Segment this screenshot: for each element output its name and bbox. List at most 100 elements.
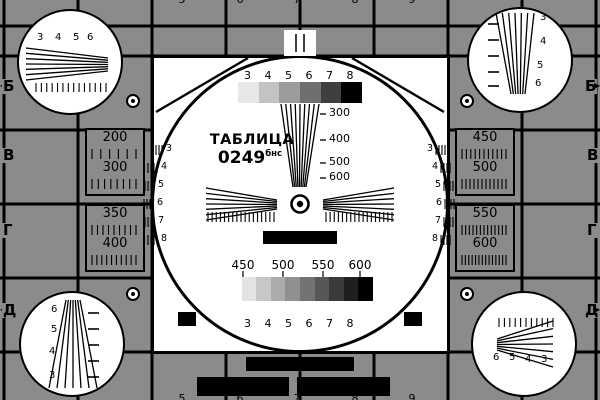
edge-column-digit: 8 bbox=[161, 233, 168, 244]
gray-step bbox=[299, 277, 315, 301]
corner-digit: 4 bbox=[540, 36, 547, 47]
bottom-scale-digits: 3 4 5 6 7 8 bbox=[244, 317, 354, 330]
grayscale-wedge-bottom bbox=[227, 277, 373, 301]
bottom-black-bar-right bbox=[297, 377, 390, 396]
edge-column-digit: 7 bbox=[158, 215, 165, 226]
bottom-black-bar-left bbox=[197, 377, 289, 396]
corner-circle-top-left bbox=[17, 9, 123, 115]
edge-column-digit: 8 bbox=[432, 233, 439, 244]
gray-step bbox=[241, 277, 257, 301]
edge-column-digit: 5 bbox=[435, 179, 442, 190]
corner-digit: 3 bbox=[49, 370, 56, 381]
panel-number-400: 400 bbox=[102, 236, 128, 251]
bottom-black-bar-upper bbox=[246, 357, 354, 371]
center-black-bar bbox=[263, 231, 337, 244]
gray-step bbox=[285, 277, 300, 301]
top-edge-digit: 5 bbox=[179, 0, 186, 5]
card-number: 0249бнс bbox=[218, 150, 282, 167]
corner-digit: 4 bbox=[49, 346, 56, 357]
gray-step bbox=[270, 277, 286, 301]
gray-step bbox=[329, 277, 344, 301]
panel-number-550: 550 bbox=[472, 206, 498, 221]
gray-step bbox=[300, 82, 321, 103]
corner-digit: 3 bbox=[540, 12, 547, 23]
edge-letter-left-d: Д bbox=[2, 301, 18, 319]
wedge-label-400: 400 bbox=[329, 132, 350, 145]
corner-digit: 6 bbox=[535, 78, 542, 89]
gray-step bbox=[320, 82, 342, 103]
edge-column-digit: 6 bbox=[436, 197, 443, 208]
corner-digit: 5 bbox=[51, 324, 58, 335]
resolution-box-left-upper bbox=[85, 128, 145, 196]
top-scale-digits: 3 4 5 6 7 8 bbox=[244, 69, 354, 82]
top-notch bbox=[284, 30, 316, 56]
edge-arrow-icon: ▶ bbox=[594, 305, 600, 314]
wedge-label-600: 600 bbox=[329, 170, 350, 183]
top-edge-digit: 6 bbox=[237, 0, 244, 5]
bottom-edge-digit: 5 bbox=[178, 392, 186, 400]
edge-letter-right-b: Б bbox=[584, 77, 598, 95]
black-square-right bbox=[404, 312, 422, 326]
edge-letter-left-g: Г bbox=[2, 221, 14, 239]
resolution-box-left-lower bbox=[85, 204, 145, 272]
edge-column-digit: 5 bbox=[158, 179, 165, 190]
gray-step bbox=[358, 277, 373, 301]
edge-letter-right-v: В bbox=[586, 146, 600, 164]
black-square-left bbox=[178, 312, 196, 326]
edge-column-digit: 4 bbox=[432, 161, 439, 172]
edge-letter-right-d: Д bbox=[584, 301, 600, 319]
corner-circle-bottom-right bbox=[471, 291, 577, 397]
edge-column-digit: 3 bbox=[427, 143, 434, 154]
panel-number-450: 450 bbox=[472, 130, 498, 145]
top-edge-digit: 9 bbox=[409, 0, 416, 5]
card-number-suffix: бнс bbox=[265, 149, 283, 159]
corner-digit: 5 bbox=[509, 352, 516, 363]
corner-circle-bottom-left bbox=[19, 291, 125, 397]
grayscale-wedge-top bbox=[238, 82, 363, 103]
edge-letter-right-g: Г bbox=[586, 221, 598, 239]
burst-label-550: 550 bbox=[311, 258, 335, 272]
edge-column-digit: 3 bbox=[166, 143, 173, 154]
gray-step bbox=[341, 82, 363, 103]
corner-digit: 4 bbox=[525, 354, 532, 365]
corner-digit: 5 bbox=[73, 32, 80, 43]
edge-letter-left-b: Б bbox=[2, 77, 16, 95]
gray-step bbox=[343, 277, 359, 301]
burst-label-500: 500 bbox=[271, 258, 295, 272]
edge-arrow-icon: ▶ bbox=[594, 81, 600, 90]
corner-digit: 6 bbox=[51, 304, 58, 315]
card-number-digits: 0249 bbox=[217, 148, 266, 168]
gray-step bbox=[314, 277, 330, 301]
edge-letter-left-v: В bbox=[2, 146, 16, 164]
resolution-box-right-upper bbox=[455, 128, 515, 196]
card-title: ТАБЛИЦА bbox=[209, 132, 295, 148]
bottom-edge-digit: 8 bbox=[351, 392, 359, 400]
panel-number-200: 200 bbox=[102, 130, 128, 145]
panel-number-600: 600 bbox=[472, 236, 498, 251]
edge-column-digit: 7 bbox=[435, 215, 442, 226]
top-edge-digit: 7 bbox=[294, 0, 301, 5]
burst-label-600: 600 bbox=[348, 258, 372, 272]
bottom-edge-digit: 9 bbox=[408, 392, 416, 400]
bottom-edge-digit: 6 bbox=[236, 392, 244, 400]
corner-digit: 3 bbox=[37, 32, 44, 43]
corner-digit: 3 bbox=[541, 354, 548, 365]
gray-step bbox=[258, 82, 280, 103]
bottom-edge-digit: 7 bbox=[293, 392, 301, 400]
corner-digit: 4 bbox=[55, 32, 62, 43]
corner-digit: 6 bbox=[493, 352, 500, 363]
wedge-label-500: 500 bbox=[329, 155, 350, 168]
gray-step bbox=[227, 277, 242, 301]
edge-column-digit: 4 bbox=[161, 161, 168, 172]
gray-step bbox=[238, 82, 259, 103]
wedge-label-300: 300 bbox=[329, 106, 350, 119]
panel-number-500: 500 bbox=[472, 160, 498, 175]
corner-circle-top-right bbox=[467, 7, 573, 113]
edge-column-digit: 6 bbox=[157, 197, 164, 208]
panel-number-300: 300 bbox=[102, 160, 128, 175]
corner-digit: 6 bbox=[87, 32, 94, 43]
gray-step bbox=[279, 82, 301, 103]
panel-number-350: 350 bbox=[102, 206, 128, 221]
top-edge-digit: 8 bbox=[352, 0, 359, 5]
